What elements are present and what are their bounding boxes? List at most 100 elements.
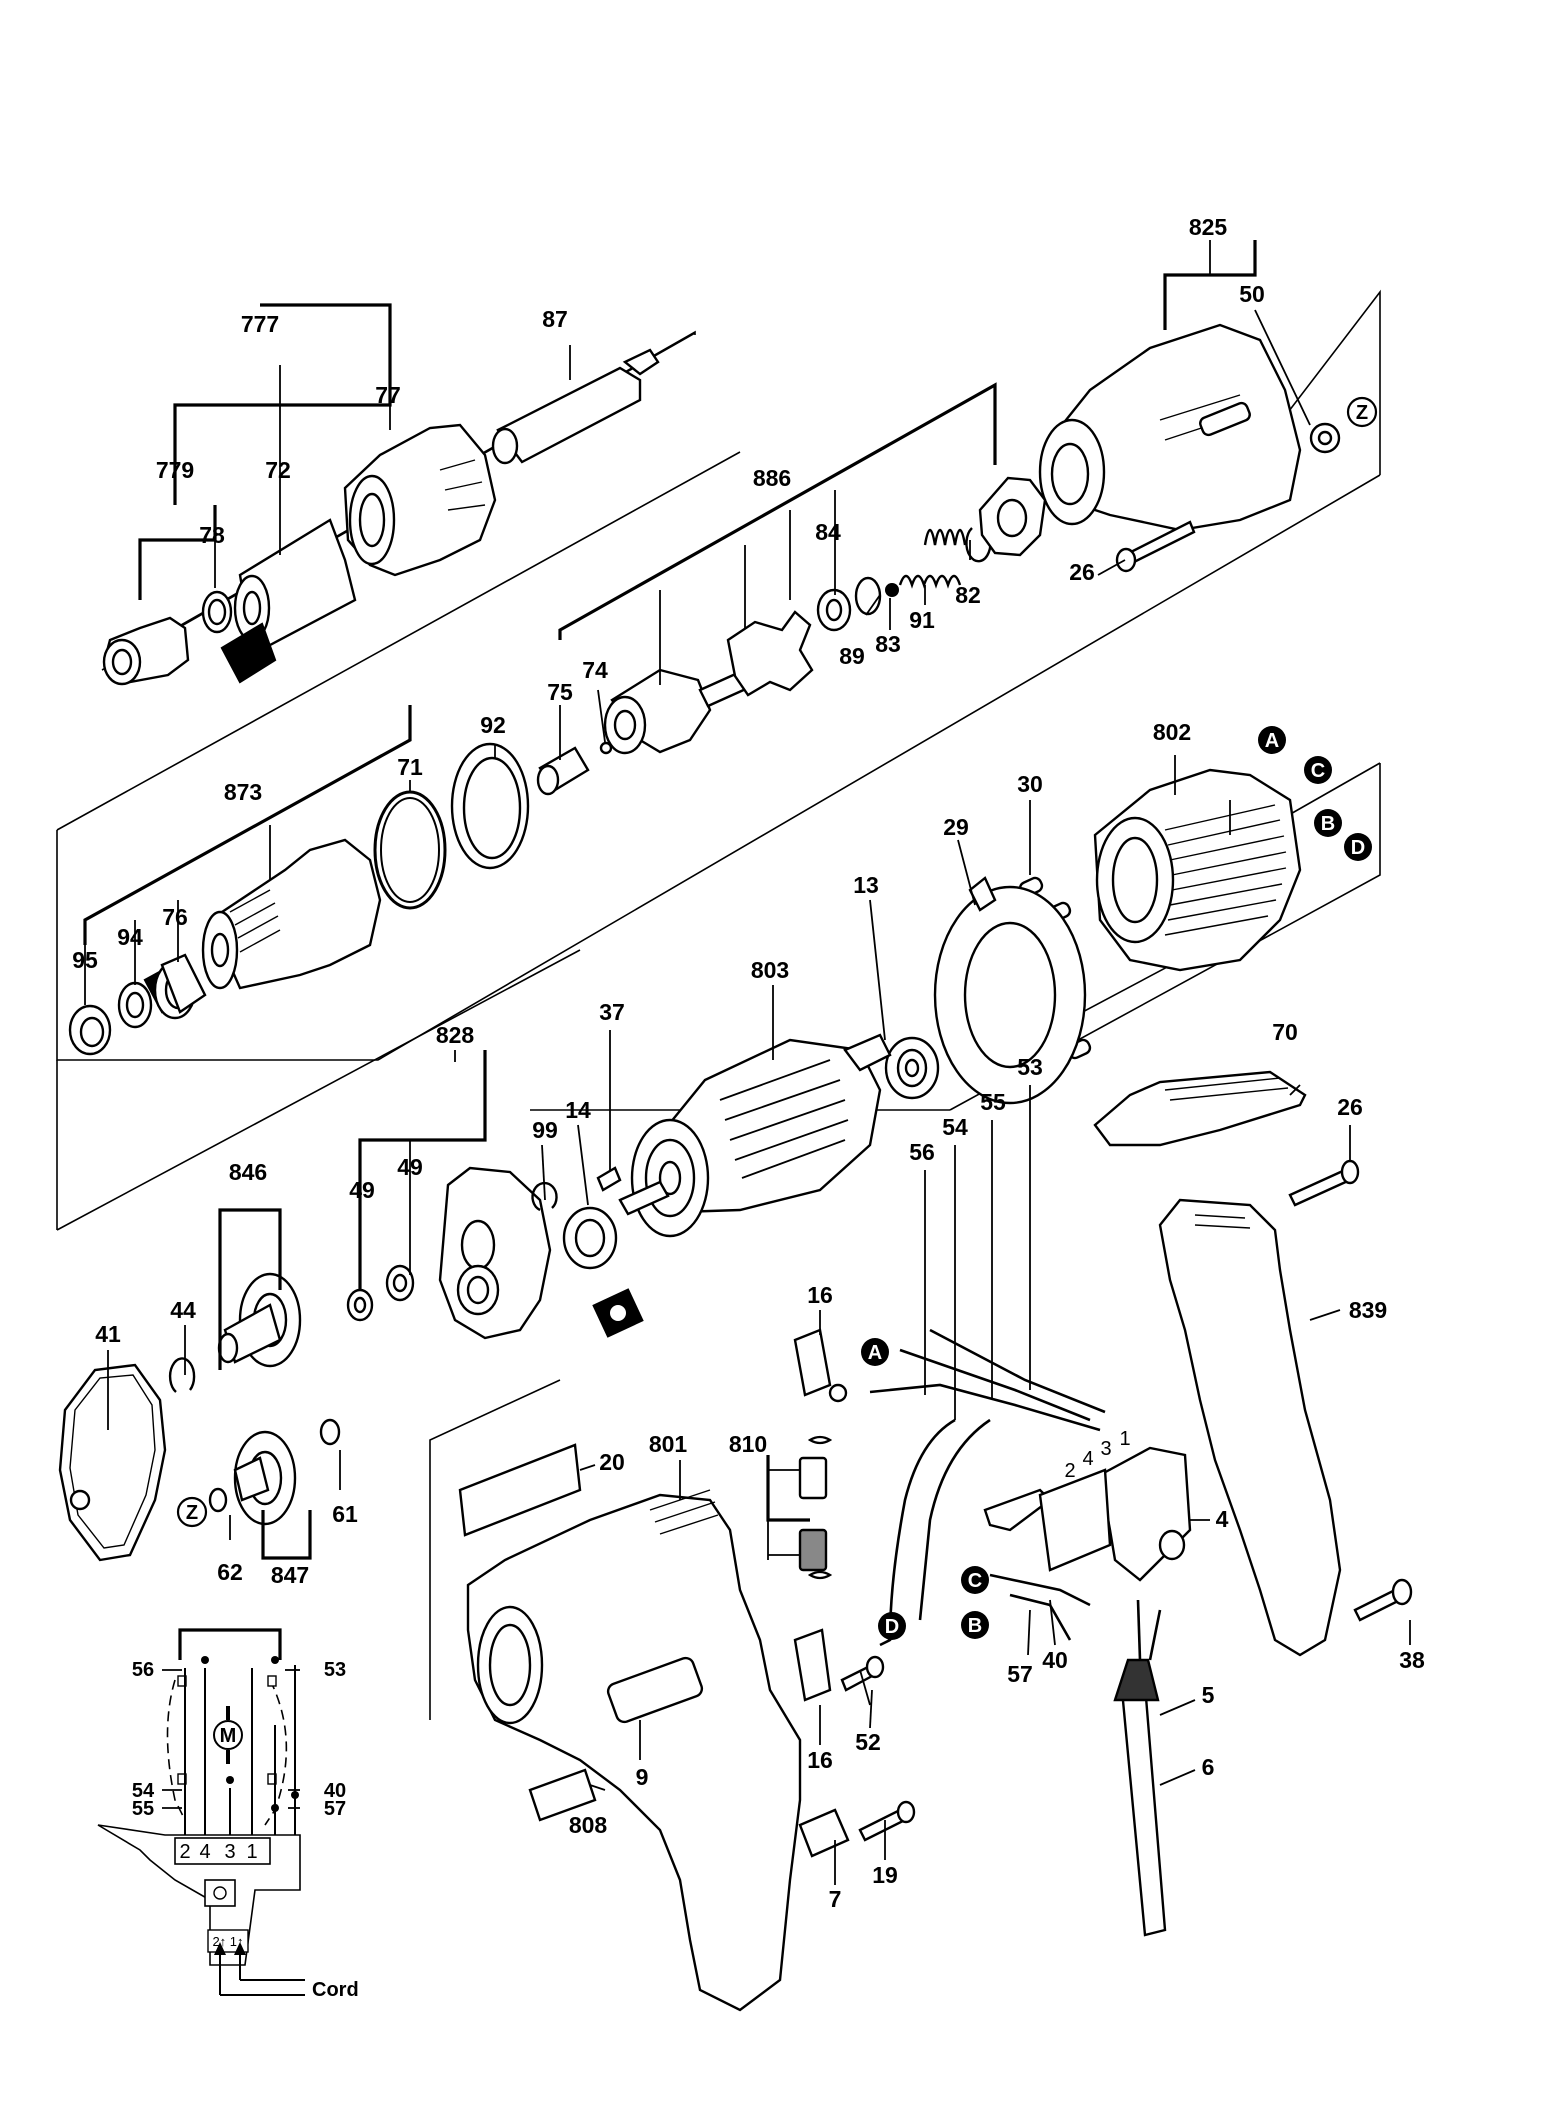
label-49-right: 49 xyxy=(397,1154,423,1180)
schematic-label-55: 55 xyxy=(132,1798,154,1820)
svg-text:4: 4 xyxy=(1082,1448,1093,1470)
cord-label: Cord xyxy=(312,1979,359,2001)
label-29: 29 xyxy=(943,814,969,840)
svg-text:B: B xyxy=(968,1615,982,1637)
marker-a-wire: A xyxy=(861,1338,889,1366)
wiring-schematic xyxy=(97,1628,305,1996)
label-70: 70 xyxy=(1272,1019,1298,1045)
gear-housing xyxy=(1038,323,1341,573)
label-839: 839 xyxy=(1349,1297,1387,1323)
label-14: 14 xyxy=(565,1097,591,1123)
air-guide xyxy=(933,876,1087,1105)
label-6: 6 xyxy=(1202,1754,1215,1780)
label-53-main: 53 xyxy=(1017,1054,1043,1080)
label-56-main: 56 xyxy=(909,1139,935,1165)
connection-markers: Z Z A C B D A D xyxy=(176,396,1378,1640)
label-7: 7 xyxy=(829,1886,842,1912)
label-75: 75 xyxy=(547,679,573,705)
svg-text:1: 1 xyxy=(1119,1428,1130,1450)
label-77: 77 xyxy=(375,382,401,408)
nose-assembly xyxy=(102,348,660,1014)
label-50: 50 xyxy=(1239,281,1265,307)
armature xyxy=(618,1033,892,1238)
label-886: 886 xyxy=(753,465,791,491)
schematic-terminal-1: 1 xyxy=(246,1841,257,1863)
label-74: 74 xyxy=(582,657,608,683)
schematic-terminal-3: 3 xyxy=(224,1841,235,1863)
leader-lines xyxy=(83,240,1411,1885)
clutch-assembly xyxy=(536,476,1047,796)
marker-z-top: Z xyxy=(1346,396,1378,428)
label-4: 4 xyxy=(1216,1506,1229,1532)
label-71: 71 xyxy=(397,754,423,780)
motor-housing xyxy=(458,1443,916,2012)
label-5: 5 xyxy=(1202,1682,1215,1708)
label-26-top: 26 xyxy=(1069,559,1095,585)
handle-half xyxy=(1158,1159,1413,1657)
label-810: 810 xyxy=(729,1431,767,1457)
label-40-main: 40 xyxy=(1042,1647,1068,1673)
label-92: 92 xyxy=(480,712,506,738)
gasket xyxy=(58,1363,167,1562)
label-62: 62 xyxy=(217,1559,243,1585)
label-825: 825 xyxy=(1189,214,1228,240)
svg-text:B: B xyxy=(1321,813,1335,835)
label-99: 99 xyxy=(532,1117,558,1143)
brush-assembly xyxy=(793,1328,885,1702)
label-777: 777 xyxy=(241,311,279,337)
label-801: 801 xyxy=(649,1431,688,1457)
label-83: 83 xyxy=(875,631,901,657)
label-779: 779 xyxy=(156,457,194,483)
svg-text:A: A xyxy=(868,1342,882,1364)
switch xyxy=(983,1446,1192,1582)
label-78: 78 xyxy=(199,522,225,548)
marker-z-bottom: Z xyxy=(176,1496,208,1528)
label-72: 72 xyxy=(265,457,291,483)
label-20: 20 xyxy=(599,1449,625,1475)
label-95: 95 xyxy=(72,947,98,973)
label-82: 82 xyxy=(955,582,981,608)
label-13: 13 xyxy=(853,872,879,898)
marker-b-stator: B xyxy=(1314,809,1342,837)
label-16-bottom: 16 xyxy=(807,1747,833,1773)
svg-text:C: C xyxy=(1311,760,1325,782)
schematic-labels: 56 53 54 40 55 57 M 2 4 3 1 2↑ 1↑ Cord xyxy=(132,1659,359,2001)
label-89: 89 xyxy=(839,643,865,669)
switch-terminal-labels: 1 3 4 2 xyxy=(1064,1428,1130,1482)
label-41: 41 xyxy=(95,1321,121,1347)
label-873: 873 xyxy=(224,779,262,805)
power-cord xyxy=(1113,1599,1167,1937)
field-stator xyxy=(1093,768,1302,972)
schematic-label-53: 53 xyxy=(324,1659,346,1681)
bearing-13 xyxy=(884,1036,940,1100)
svg-text:D: D xyxy=(1351,837,1365,859)
schematic-label-56: 56 xyxy=(132,1659,154,1681)
schematic-terminal-4: 4 xyxy=(199,1841,210,1863)
label-808: 808 xyxy=(569,1812,608,1838)
label-52: 52 xyxy=(855,1729,881,1755)
marker-d-stator: D xyxy=(1344,833,1372,861)
svg-text:Z: Z xyxy=(186,1502,198,1524)
label-87: 87 xyxy=(542,306,568,332)
label-803: 803 xyxy=(751,957,789,983)
svg-text:C: C xyxy=(968,1570,982,1592)
label-19: 19 xyxy=(872,1862,898,1888)
marker-b-wire: B xyxy=(961,1611,989,1639)
schematic-label-40: 40 xyxy=(324,1780,346,1802)
svg-text:3: 3 xyxy=(1100,1438,1111,1460)
label-55-main: 55 xyxy=(980,1089,1006,1115)
bearing-plate xyxy=(346,1166,644,1340)
marker-a-stator: A xyxy=(1258,726,1286,754)
label-16-top: 16 xyxy=(807,1282,833,1308)
schematic-label-57: 57 xyxy=(324,1798,346,1820)
label-38: 38 xyxy=(1399,1647,1425,1673)
schematic-lower-terminals: 2↑ 1↑ xyxy=(212,1934,243,1949)
label-44: 44 xyxy=(170,1297,196,1323)
label-76: 76 xyxy=(162,904,188,930)
svg-text:2: 2 xyxy=(1064,1460,1075,1482)
label-57-main: 57 xyxy=(1007,1661,1033,1687)
label-49-left: 49 xyxy=(349,1177,375,1203)
marker-d-wire: D xyxy=(878,1612,906,1640)
label-61: 61 xyxy=(332,1501,358,1527)
